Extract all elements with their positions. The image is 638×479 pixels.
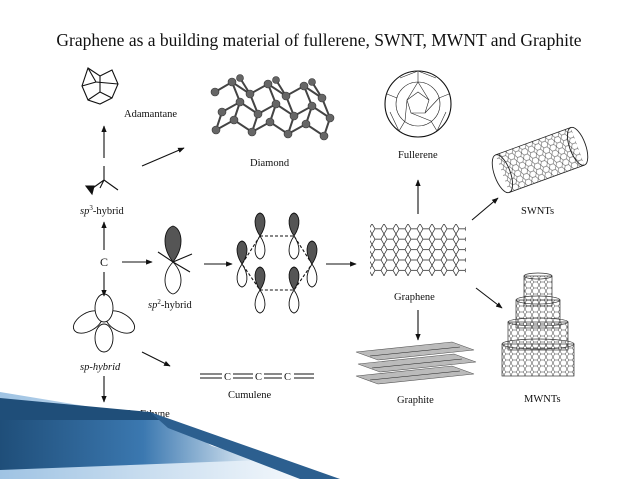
page-title: Graphene as a building material of fulle… — [56, 30, 582, 50]
graphite-structure — [355, 341, 477, 385]
graphene-sheet — [370, 224, 466, 276]
mwnt-structure — [501, 272, 575, 377]
graphene-label: Graphene — [394, 292, 435, 303]
sp3-hybrid-label: sp3-hybrid — [80, 204, 125, 217]
graphite-label: Graphite — [397, 395, 434, 406]
cumulene-structure: C C C — [200, 372, 314, 383]
diamond-structure — [210, 74, 335, 141]
adamantane-label: Adamantane — [124, 109, 177, 120]
swnt-structure — [491, 126, 589, 194]
arrow-sp3-to-diamond — [141, 147, 185, 167]
arrow-graphene-to-swnt — [471, 197, 499, 221]
sp2-hybrid-label: sp2-hybrid — [148, 298, 193, 311]
sp-hybrid-label: sp-hybrid — [80, 362, 121, 373]
adamantane-structure — [81, 67, 119, 105]
diamond-label: Diamond — [250, 158, 290, 169]
cumulene-carbon-2: C — [255, 372, 262, 383]
fullerene-label: Fullerene — [398, 150, 438, 161]
pi-orbital-ring — [236, 212, 318, 314]
sp-orbital-structure — [72, 293, 136, 353]
sp3-tetrahedral-structure — [84, 166, 119, 196]
mwnts-label: MWNTs — [524, 394, 561, 405]
arrow-sp-to-cumulene — [141, 351, 171, 367]
swnts-label: SWNTs — [521, 206, 554, 217]
arrow-graphene-to-mwnt — [475, 287, 503, 309]
carbon-atom-label: C — [100, 255, 108, 269]
cumulene-carbon-3: C — [284, 372, 291, 383]
sp2-orbital-structure — [157, 225, 193, 295]
cumulene-carbon-1: C — [224, 372, 231, 383]
fullerene-structure — [384, 70, 452, 138]
cumulene-label: Cumulene — [228, 390, 271, 401]
slide-decoration-banner — [0, 392, 340, 479]
